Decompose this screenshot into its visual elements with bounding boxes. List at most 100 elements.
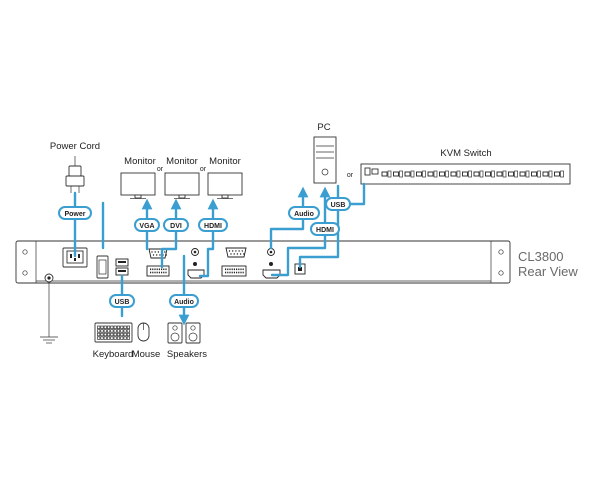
vga-pin	[233, 253, 235, 255]
keyboard-key	[116, 325, 121, 329]
vga-port[interactable]	[148, 248, 168, 259]
svg-text:DVI: DVI	[170, 223, 182, 230]
hdmi-monitor-cable	[198, 198, 219, 278]
keyboard-key	[126, 336, 130, 340]
vga-pin	[151, 251, 153, 253]
vga-pin	[241, 250, 243, 252]
keyboard-key	[116, 336, 121, 340]
dvi-pin	[229, 271, 231, 274]
mouse-label: Mouse	[132, 349, 161, 360]
vga-pin	[159, 254, 161, 256]
dvi-pin	[233, 268, 235, 271]
keyboard-key	[123, 336, 127, 340]
usb-keyboard-badge: USB	[109, 294, 135, 308]
kvm-port	[462, 171, 468, 177]
rear-panel	[15, 240, 511, 284]
or-label-3: or	[347, 172, 354, 179]
dvi-pin	[236, 271, 238, 274]
keyboard-key	[113, 329, 117, 333]
dvi-pin	[225, 268, 227, 271]
pc-label: PC	[317, 122, 330, 133]
audio-pc-badge: Audio	[288, 206, 320, 220]
keyboard-key	[103, 332, 107, 337]
vga-in-port[interactable]	[225, 247, 247, 258]
vga-pin	[239, 253, 242, 255]
dvi-pin	[242, 268, 244, 271]
or-label-2: or	[200, 166, 207, 173]
mouse-icon	[137, 322, 150, 342]
kvm-port-detail	[387, 170, 392, 178]
vga-pin	[238, 250, 240, 252]
kvm-switch-icon	[360, 163, 571, 185]
kvm-port	[404, 171, 411, 177]
kvm-port	[473, 171, 480, 177]
vga-badge: VGA	[134, 218, 160, 232]
keyboard-key	[110, 325, 114, 329]
vga-pin	[165, 254, 167, 256]
kvm-port	[416, 171, 422, 177]
audio-speakers-badge: Audio	[169, 294, 199, 308]
power-switch[interactable]	[96, 255, 109, 279]
kvm-port-detail	[410, 170, 415, 178]
keyboard-key	[97, 325, 101, 329]
keyboard-key	[103, 329, 107, 333]
kvm-port	[519, 171, 526, 177]
kvm-port	[554, 171, 560, 177]
keyboard-key	[97, 336, 101, 340]
keyboard-key	[126, 332, 130, 337]
kvm-port	[542, 171, 549, 177]
kvm-port	[439, 171, 445, 177]
kvm-port	[381, 171, 388, 177]
kvm-port	[393, 171, 399, 177]
kvm-port-detail	[456, 170, 461, 178]
ground-screw	[44, 273, 54, 283]
kvm-port-detail	[525, 170, 530, 178]
kvm-port-detail	[560, 170, 564, 178]
keyboard-key	[113, 332, 117, 337]
vga-pin	[230, 253, 232, 255]
keyboard-key	[100, 329, 104, 333]
dvi-pin	[165, 271, 167, 274]
dvi-pin	[154, 271, 156, 274]
vga-pin	[243, 253, 245, 255]
dvi-pin	[163, 268, 165, 271]
kvm-port	[508, 171, 514, 177]
dvi-pin	[154, 268, 156, 271]
power-badge: Power	[58, 206, 92, 220]
view-title: Rear View	[518, 264, 578, 279]
dvi-pin	[229, 268, 231, 271]
speaker-icon	[185, 322, 201, 344]
svg-text:HDMI: HDMI	[204, 223, 222, 230]
speakers-label: Speakers	[167, 349, 207, 360]
ground-icon	[40, 282, 58, 344]
monitor-hdmi-label: Monitor	[209, 156, 241, 167]
kvm-port-detail	[479, 170, 484, 178]
kvm-port-detail	[502, 170, 507, 178]
power-cord-label: Power Cord	[50, 141, 100, 152]
keyboard-key	[123, 325, 127, 329]
vga-pin	[164, 251, 166, 253]
dvi-pin	[152, 268, 154, 271]
kvm-switch-label: KVM Switch	[440, 148, 491, 159]
svg-text:Power: Power	[64, 211, 85, 218]
keyboard-key	[107, 325, 111, 329]
dvi-pin	[238, 268, 240, 271]
keyboard-key	[113, 325, 117, 329]
keyboard-key	[120, 332, 124, 337]
kvm-port	[496, 171, 503, 177]
audio-in-port[interactable]	[267, 248, 275, 256]
usb-pc-cable	[298, 184, 340, 269]
audio-out-port[interactable]	[191, 248, 199, 256]
dvi-pin	[156, 268, 158, 271]
dvi-pin	[233, 271, 235, 274]
kvm-port-detail	[422, 170, 426, 178]
hdmi-monitor-badge: HDMI	[198, 218, 228, 232]
kvm-port	[427, 171, 434, 177]
kvm-port-detail	[491, 170, 495, 178]
vga-pin	[154, 251, 156, 253]
pc-tower-icon	[313, 136, 337, 184]
dvi-in-port[interactable]	[221, 265, 247, 277]
dvi-port[interactable]	[146, 265, 170, 277]
keyboard-key	[120, 329, 124, 333]
dvi-pin	[163, 271, 165, 274]
